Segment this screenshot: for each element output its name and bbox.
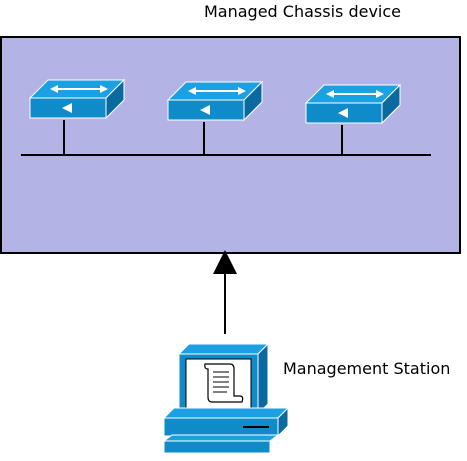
switch-arrows-icon <box>326 90 384 98</box>
switch-icon <box>28 78 126 120</box>
chassis-box <box>0 36 461 254</box>
document-icon <box>204 363 244 403</box>
switch-icon <box>166 80 264 122</box>
switch-arrows-icon <box>50 85 108 93</box>
workstation-icon <box>162 342 290 454</box>
management-station-label: Management Station <box>283 359 451 378</box>
chassis-title: Managed Chassis device <box>204 2 402 21</box>
switch-icon <box>304 83 402 125</box>
switch-arrows-icon <box>188 87 246 95</box>
